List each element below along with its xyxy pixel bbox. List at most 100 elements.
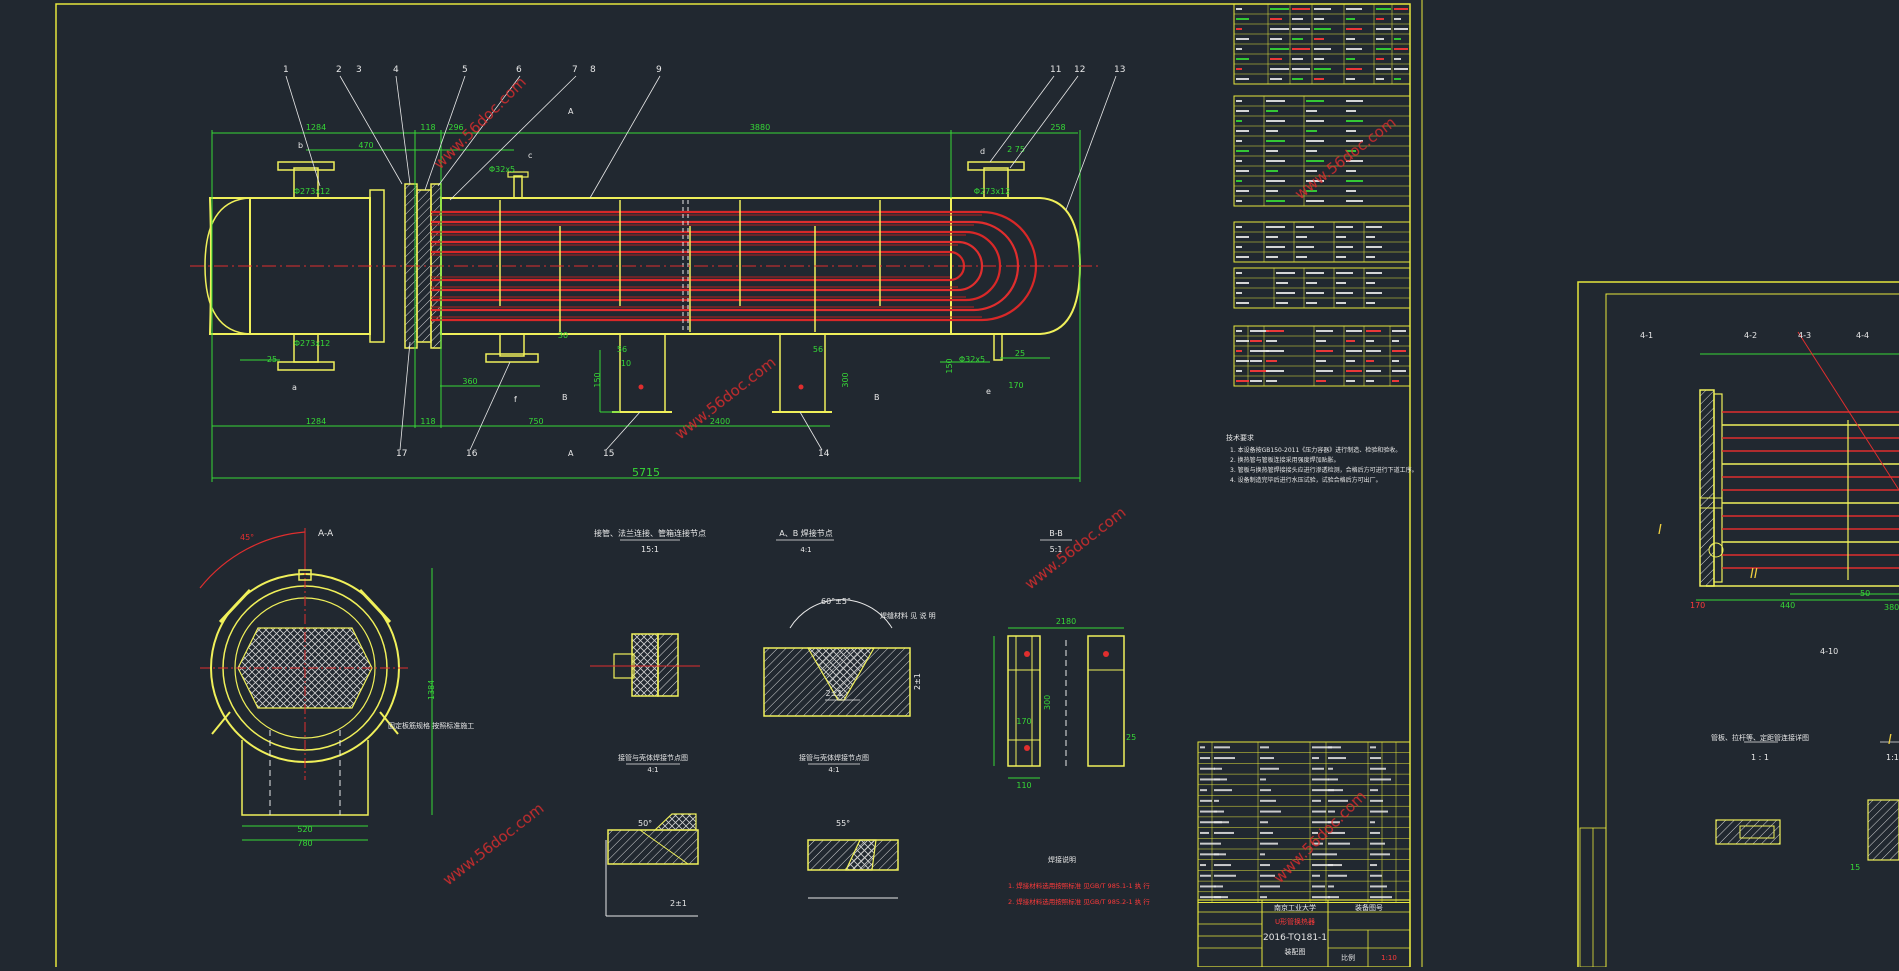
dim-1284-bottom: 1284 <box>306 417 326 426</box>
detail3-dim-2180: 2180 <box>1056 617 1076 626</box>
section-aa-labels: A-A 45° 1384 520 780 固定板筋规格 按照标准施工 <box>240 529 474 848</box>
title-block <box>1197 899 1411 968</box>
aa-dim-780: 780 <box>297 839 312 848</box>
dim-nozzle-470: 470 <box>358 141 373 150</box>
detail4-angle: 50° <box>638 819 652 828</box>
detail1-title: 接管、法兰连接、管箱连接节点 <box>594 528 706 538</box>
watermark-1: www.56doc.com <box>430 73 530 173</box>
nozzle-f <box>499 333 525 357</box>
main-dimension-labels: 1284 118 296 3880 258 1284 118 750 2400 … <box>267 123 1066 479</box>
dim-3880: 3880 <box>750 123 770 132</box>
dim-118-top: 118 <box>420 123 435 132</box>
nozzle-d <box>983 167 1009 199</box>
aa-top-nozzle <box>298 569 312 581</box>
leader-11: 11 <box>1050 65 1061 75</box>
title-block-texts: 南京工业大学 U形管换热器 2016-TQ181-1 装配图 装备图号 比例 1… <box>1263 903 1397 962</box>
nozzle-letter-e: e <box>986 387 991 396</box>
dim-nozzle-275: 2 75 <box>1007 145 1025 154</box>
leader-15: 15 <box>603 449 614 459</box>
weld-notes-title: 焊接说明 <box>1048 855 1076 864</box>
right-dim-440: 440 <box>1780 601 1795 610</box>
left-head-outline <box>208 197 250 335</box>
detail2-gap: 2±1 <box>826 689 843 698</box>
dim-10: 10 <box>621 359 631 368</box>
title-doc-code: 装备图号 <box>1355 903 1383 912</box>
leader-8: 8 <box>590 65 596 75</box>
leader-6: 6 <box>516 65 522 75</box>
detail4-title: 接管与壳体焊接节点图 <box>618 753 688 762</box>
technical-requirements: 技术要求 1. 本设备按GB150-2011《压力容器》进行制造、检验和验收。 … <box>1226 433 1418 484</box>
right-sheet-detail <box>1579 331 1899 968</box>
detail3-dim-25: 25 <box>1126 733 1136 742</box>
section-aa-view <box>199 528 433 841</box>
title-scale-value: 1:10 <box>1381 954 1397 962</box>
dim-nozzle-c-size: Φ32x5 <box>489 165 515 174</box>
right-sheet-frame <box>1577 281 1899 971</box>
sheet-frame <box>55 3 1411 971</box>
right-roman-3: I <box>1888 733 1892 748</box>
tech-line-3: 3. 管板与换热管焊接接头应进行渗透检测，合格后方可进行下道工序。 <box>1230 466 1418 474</box>
right-leader-4-10: 4-10 <box>1820 647 1838 656</box>
tech-title: 技术要求 <box>1226 433 1254 442</box>
right-roman-1: I <box>1658 523 1662 538</box>
detail1-labels: 接管、法兰连接、管箱连接节点 15:1 <box>594 528 706 554</box>
dim-25-left: 25 <box>267 355 277 364</box>
detail3-labels: B-B 5:1 2180 170 300 110 25 <box>1016 529 1136 790</box>
dim-nozzle-b-size: Φ273x12 <box>294 187 330 196</box>
detail5-angle: 55° <box>836 819 850 828</box>
weld-notes: 焊接说明 1. 焊接材料选用按照标准 见GB/T 985.1-1 执 行 2. … <box>1008 855 1150 906</box>
aa-title: A-A <box>318 529 334 539</box>
leader-12: 12 <box>1074 65 1085 75</box>
parts-list-table <box>1197 741 1411 903</box>
detail-nozzle-weld-1 <box>605 813 699 917</box>
right-leader-4-4: 4-4 <box>1856 331 1869 340</box>
right-leader-4-3: 4-3 <box>1798 331 1811 340</box>
watermark-5: www.56doc.com <box>1270 787 1370 887</box>
nozzle-letters: b c d a f e A A B B <box>292 107 991 458</box>
leader-numbers: 1 2 3 4 5 6 7 8 9 11 12 13 17 16 15 14 <box>283 65 1125 459</box>
dim-1284-top: 1284 <box>306 123 326 132</box>
leader-9: 9 <box>656 65 662 75</box>
dim-750: 750 <box>528 417 543 426</box>
detail-weld-ab <box>763 599 911 717</box>
detail4-scale: 4:1 <box>647 766 658 774</box>
watermark-2: www.56doc.com <box>671 353 779 443</box>
design-data-tables <box>1233 3 1411 387</box>
right-sheet-labels: 4-1 4-2 4-3 4-4 4-10 I II I 170 440 50 3… <box>1640 331 1899 872</box>
right-leader-4-1: 4-1 <box>1640 331 1653 340</box>
nozzle-letter-b: b <box>298 141 303 150</box>
leader-3: 3 <box>356 65 362 75</box>
detail-nozzle-weld-2 <box>807 839 899 899</box>
title-drawing-code: 2016-TQ181-1 <box>1263 933 1327 943</box>
dim-25-right: 25 <box>1015 349 1025 358</box>
leader-5: 5 <box>462 65 468 75</box>
right-dim-15: 15 <box>1850 863 1860 872</box>
dim-300: 300 <box>841 372 850 387</box>
nozzle-letter-c: c <box>528 151 532 160</box>
dim-150-left: 150 <box>593 372 602 387</box>
aa-dim-1384: 1384 <box>427 680 436 700</box>
main-elevation-view <box>190 130 1100 482</box>
right-caption2-scale: 1:1 <box>1886 753 1899 762</box>
detail2-note: 焊缝材料 见 说 明 <box>880 611 936 620</box>
detail3-scale: 5:1 <box>1050 545 1063 554</box>
leader-lines <box>285 75 1117 451</box>
section-letter-a-top: A <box>568 107 574 116</box>
leader-14: 14 <box>818 449 830 459</box>
leader-4: 4 <box>393 65 399 75</box>
nozzle-b <box>293 167 319 199</box>
detail-nozzle-flange <box>590 633 700 697</box>
aa-angle: 45° <box>240 533 254 542</box>
dim-170: 170 <box>1008 381 1023 390</box>
dim-258: 258 <box>1050 123 1065 132</box>
section-letter-b-right: B <box>874 393 880 402</box>
aa-note: 固定板筋规格 按照标准施工 <box>388 721 474 730</box>
dim-296: 296 <box>448 123 463 132</box>
weld-note-1: 1. 焊接材料选用按照标准 见GB/T 985.1-1 执 行 <box>1008 881 1150 890</box>
dim-150-right: 150 <box>945 358 954 373</box>
leader-13: 13 <box>1114 65 1125 75</box>
title-scale-label: 比例 <box>1341 953 1355 962</box>
detail4-gap: 2±1 <box>670 899 687 908</box>
